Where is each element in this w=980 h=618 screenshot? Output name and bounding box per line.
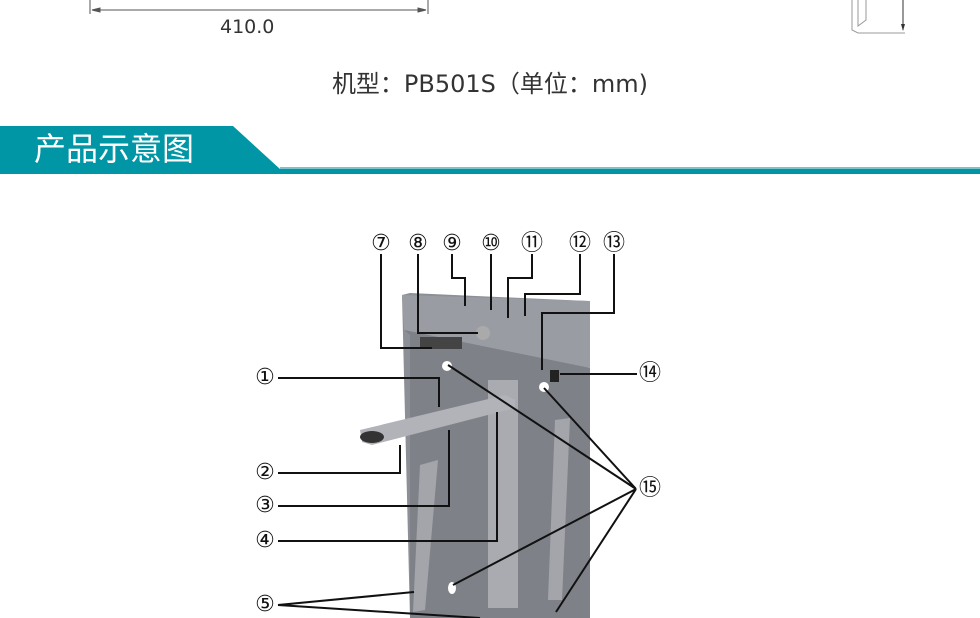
callout-5: ⑤ bbox=[255, 592, 275, 617]
dimension-line bbox=[89, 0, 429, 14]
section-title: 产品示意图 bbox=[34, 130, 195, 168]
callout-1: ① bbox=[255, 365, 275, 390]
callout-13: ⑬ bbox=[602, 231, 626, 256]
leader-lines bbox=[277, 254, 637, 618]
callout-3: ③ bbox=[255, 493, 275, 518]
callout-8: ⑧ bbox=[408, 231, 428, 256]
callout-9: ⑨ bbox=[442, 231, 462, 256]
callout-2: ② bbox=[255, 460, 275, 485]
callout-7: ⑦ bbox=[371, 231, 391, 256]
callout-10: ⑩ bbox=[481, 231, 501, 256]
callout-14: ⑭ bbox=[638, 361, 662, 386]
section-header-bar bbox=[0, 126, 980, 174]
turnstile-device bbox=[360, 293, 590, 618]
model-caption: 机型：PB501S（单位：mm) bbox=[331, 70, 649, 98]
callout-12: ⑫ bbox=[568, 231, 592, 256]
side-view-partial bbox=[851, 0, 905, 34]
callout-15: ⑮ bbox=[638, 476, 662, 501]
dimension-value: 410.0 bbox=[220, 16, 275, 38]
callout-11: ⑪ bbox=[520, 231, 544, 256]
callout-4: ④ bbox=[255, 528, 275, 553]
